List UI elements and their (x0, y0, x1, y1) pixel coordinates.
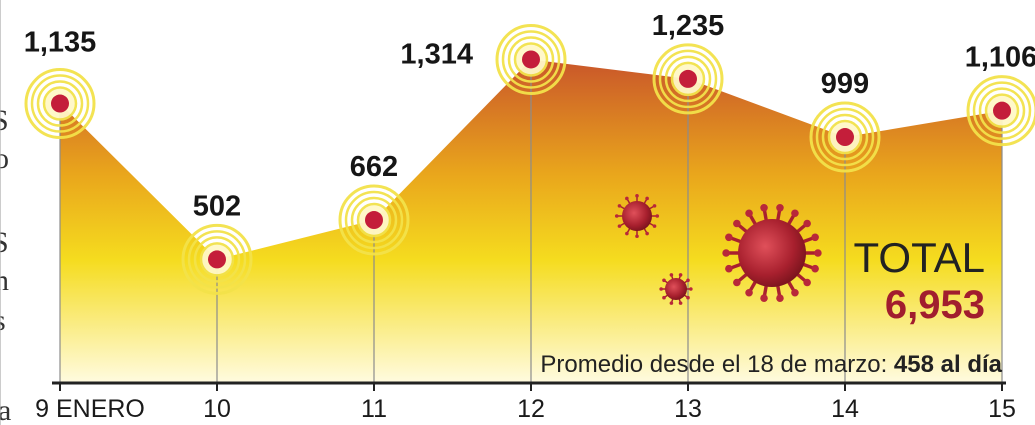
total-title: TOTAL (854, 234, 985, 281)
average-note: Promedio desde el 18 de marzo: 458 al dí… (540, 351, 1002, 378)
x-tick-label: 13 (674, 395, 702, 423)
data-point-dot (208, 250, 226, 269)
edge-letter: S (0, 104, 9, 137)
data-point-ring (181, 223, 253, 295)
data-label: 1,135 (24, 27, 97, 59)
data-point-dot (993, 101, 1011, 120)
edge-letter: n (0, 264, 9, 297)
data-label: 502 (193, 190, 241, 222)
virus-icon (722, 204, 822, 302)
data-point-dot (365, 211, 383, 230)
data-point-ring (338, 184, 410, 256)
virus-decoration (614, 193, 822, 305)
x-tick-label: 15 (988, 395, 1016, 423)
data-label: 1,314 (400, 38, 473, 70)
data-point-ring (36, 80, 84, 127)
drop-lines (59, 59, 1003, 383)
data-label: 662 (350, 151, 398, 183)
data-point (966, 75, 1035, 147)
total-value: 6,953 (885, 283, 985, 327)
data-point (652, 43, 724, 115)
edge-letter: s (0, 304, 6, 337)
x-tick-label: 10 (203, 395, 231, 423)
data-point-dot (836, 128, 854, 147)
page-edge-text: S o S n s a (0, 104, 11, 425)
data-label: 1,235 (652, 10, 725, 42)
data-point (181, 223, 253, 295)
x-tick-label: 9 ENERO (35, 395, 145, 423)
data-point-ring (344, 190, 404, 250)
data-point-ring (972, 81, 1032, 140)
data-point (338, 184, 410, 256)
data-label: 999 (821, 68, 869, 100)
data-point (495, 23, 567, 95)
x-tick-label: 12 (517, 395, 545, 423)
x-tick-label: 11 (361, 395, 387, 423)
x-tick-label: 14 (831, 395, 859, 423)
data-point-dot (679, 69, 697, 88)
data-point-dot (51, 94, 69, 113)
edge-letter: a (0, 394, 11, 425)
data-label: 1,106 (965, 42, 1035, 74)
data-point-ring (821, 113, 869, 161)
data-point-ring (501, 30, 561, 89)
average-prefix: Promedio desde el 18 de marzo: (540, 351, 887, 378)
data-markers (24, 23, 1035, 295)
data-point-ring (495, 23, 567, 95)
data-point-ring (193, 236, 241, 283)
data-point-ring (809, 101, 881, 173)
virus-icon (659, 273, 693, 305)
data-point-ring (24, 68, 96, 140)
virus-icon (614, 193, 660, 239)
data-point-ring (978, 87, 1026, 134)
average-value: 458 al día (894, 351, 1003, 378)
data-point-ring (815, 107, 875, 167)
data-point (24, 68, 96, 140)
data-point-ring (30, 74, 90, 133)
data-point-ring (658, 49, 718, 109)
data-point-ring (507, 36, 555, 83)
data-point-ring (350, 196, 398, 244)
data-point-ring (664, 55, 712, 103)
data-point (809, 101, 881, 173)
data-point-dot (522, 50, 540, 69)
edge-letter: o (0, 142, 9, 175)
edge-letter: S (0, 226, 9, 259)
data-labels: 1,135 502 662 1,314 1,235 999 1,106 (24, 10, 1035, 222)
data-point-ring (652, 43, 724, 115)
data-point-ring (966, 75, 1035, 147)
x-axis-ticks: 9 ENERO 10 11 12 13 14 15 (35, 383, 1016, 423)
data-point-ring (187, 230, 247, 289)
